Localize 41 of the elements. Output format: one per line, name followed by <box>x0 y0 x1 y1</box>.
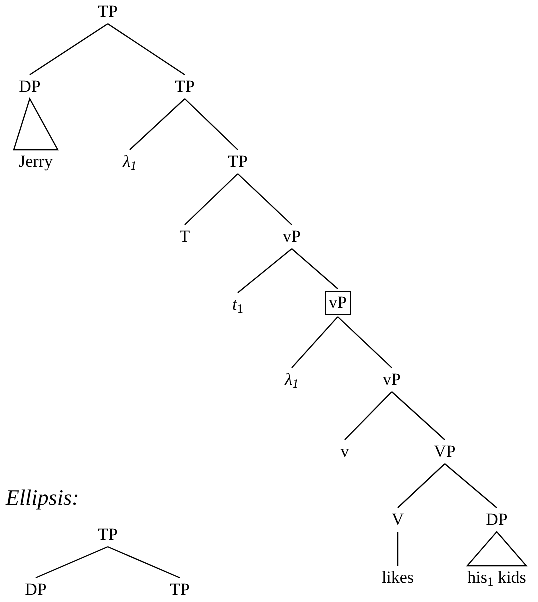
tree-label: T <box>180 227 190 247</box>
tree-label: V <box>392 510 404 530</box>
tree-label: TP <box>98 2 118 22</box>
tree-label: λ$_{1}$ <box>285 370 299 390</box>
tree-label: VP <box>434 442 456 462</box>
tree-branch <box>398 464 446 508</box>
tree-branch <box>344 392 392 440</box>
tree-label: TP <box>170 580 190 600</box>
tree-label: v <box>340 442 350 462</box>
tree-label: DP <box>19 77 41 97</box>
tree-branch <box>184 174 238 226</box>
tree-label: likes <box>382 568 414 588</box>
tree-branch <box>30 24 108 76</box>
tree-label: TP <box>175 77 195 97</box>
tree-label: vP <box>283 227 301 247</box>
tree-branch <box>397 532 399 566</box>
tree-label: t$_{1}$ <box>232 295 244 315</box>
tree-branch <box>444 464 498 508</box>
boxed-label: vP <box>325 291 351 315</box>
triangle-roof <box>466 531 528 567</box>
tree-label: his$_{1}$ kids <box>468 568 526 588</box>
section-heading: Ellipsis: <box>6 484 80 512</box>
tree-branch <box>184 98 238 150</box>
tree-branch <box>238 248 292 294</box>
tree-label: TP <box>98 525 118 545</box>
tree-branch <box>338 316 392 368</box>
tree-label: Jerry <box>19 152 53 172</box>
tree-branch <box>108 24 186 76</box>
tree-label: TP <box>228 152 248 172</box>
tree-branch <box>292 248 338 290</box>
tree-branch <box>392 392 446 440</box>
tree-branch <box>36 546 108 579</box>
tree-label: DP <box>25 580 47 600</box>
triangle-roof <box>13 97 60 151</box>
tree-label: DP <box>486 510 508 530</box>
tree-branch <box>238 174 292 226</box>
tree-branch <box>292 316 338 368</box>
tree-label: λ$_{1}$ <box>123 152 137 172</box>
tree-branch <box>130 98 186 150</box>
tree-label: vP <box>383 370 401 390</box>
tree-branch <box>108 546 180 579</box>
